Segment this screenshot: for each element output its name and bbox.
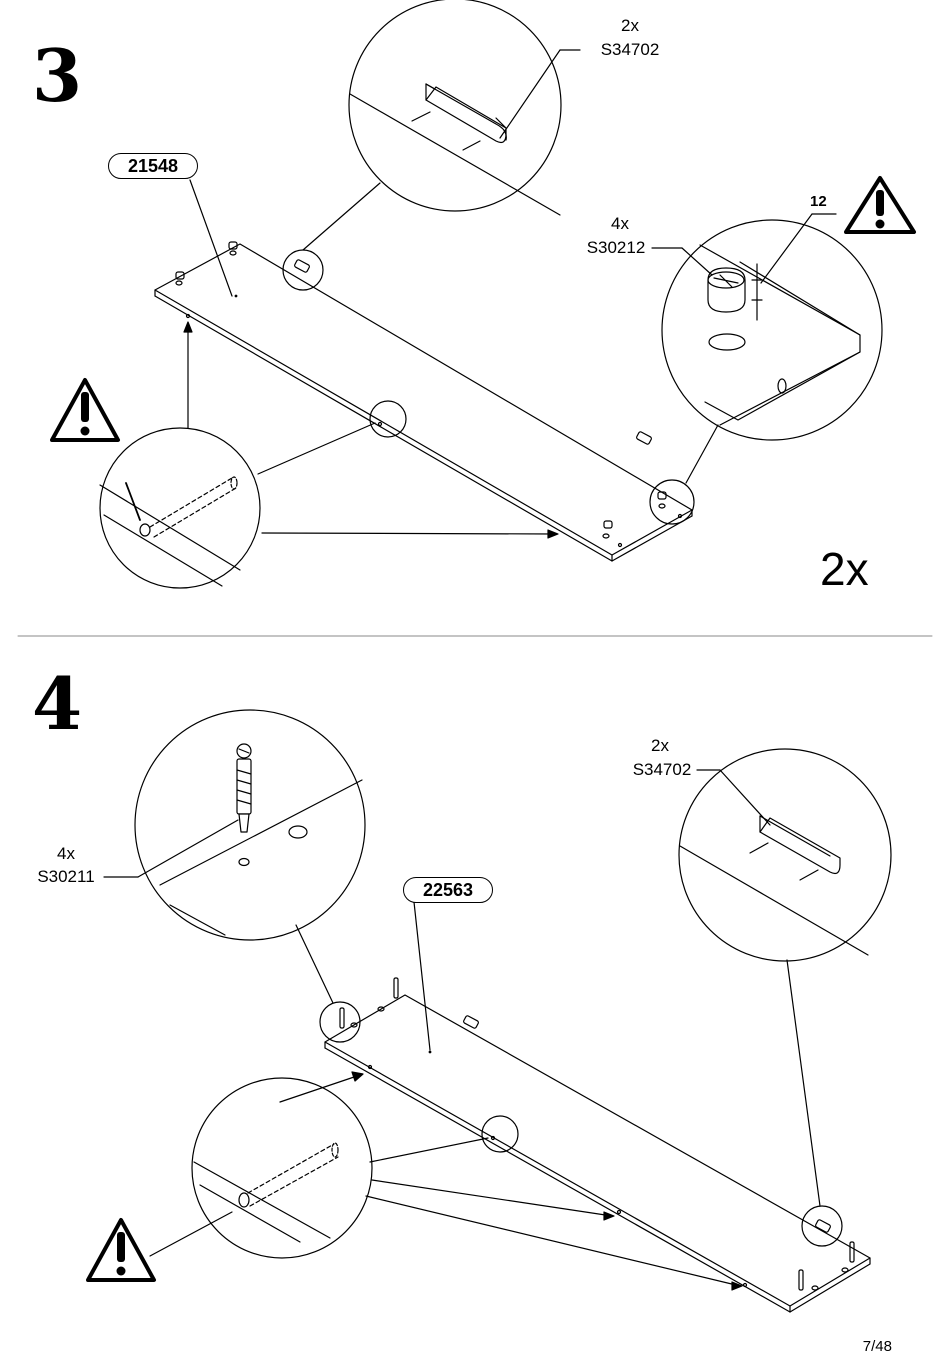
hardware-qty: 2x	[621, 16, 639, 35]
hardware-code: S34702	[600, 40, 660, 59]
warning-icon-step3-right	[844, 176, 916, 234]
detail-circle-cam-step3	[651, 213, 883, 484]
detail-circle-dowel-step3	[99, 321, 559, 589]
warning-icon-step4	[86, 1218, 156, 1282]
part-number-badge: 21548	[108, 153, 198, 179]
step-4-number: 4	[32, 661, 83, 746]
warning-icon-step3-left	[50, 378, 120, 442]
hardware-qty: 2x	[651, 736, 669, 755]
page-number: 7/48	[862, 1338, 892, 1355]
panel-22563	[324, 977, 871, 1313]
hardware-qty: 4x	[57, 844, 75, 863]
hardware-qty: 4x	[611, 214, 629, 233]
hardware-code: S30211	[37, 867, 95, 886]
detail-circle-screw-step4	[103, 709, 366, 1004]
detail-circle-support-step4	[678, 748, 892, 1207]
step-3-number: 3	[32, 33, 83, 118]
hardware-code: S30212	[586, 238, 646, 257]
part-number-badge: 22563	[403, 877, 493, 903]
detail-circle-dowel-step4	[149, 1071, 743, 1291]
detail-circle-support-step3	[302, 0, 562, 251]
panel-21548	[154, 241, 693, 562]
quantity-multiplier: 2x	[820, 543, 869, 595]
dimension-label: 12	[810, 193, 827, 210]
hardware-code: S34702	[632, 760, 692, 779]
